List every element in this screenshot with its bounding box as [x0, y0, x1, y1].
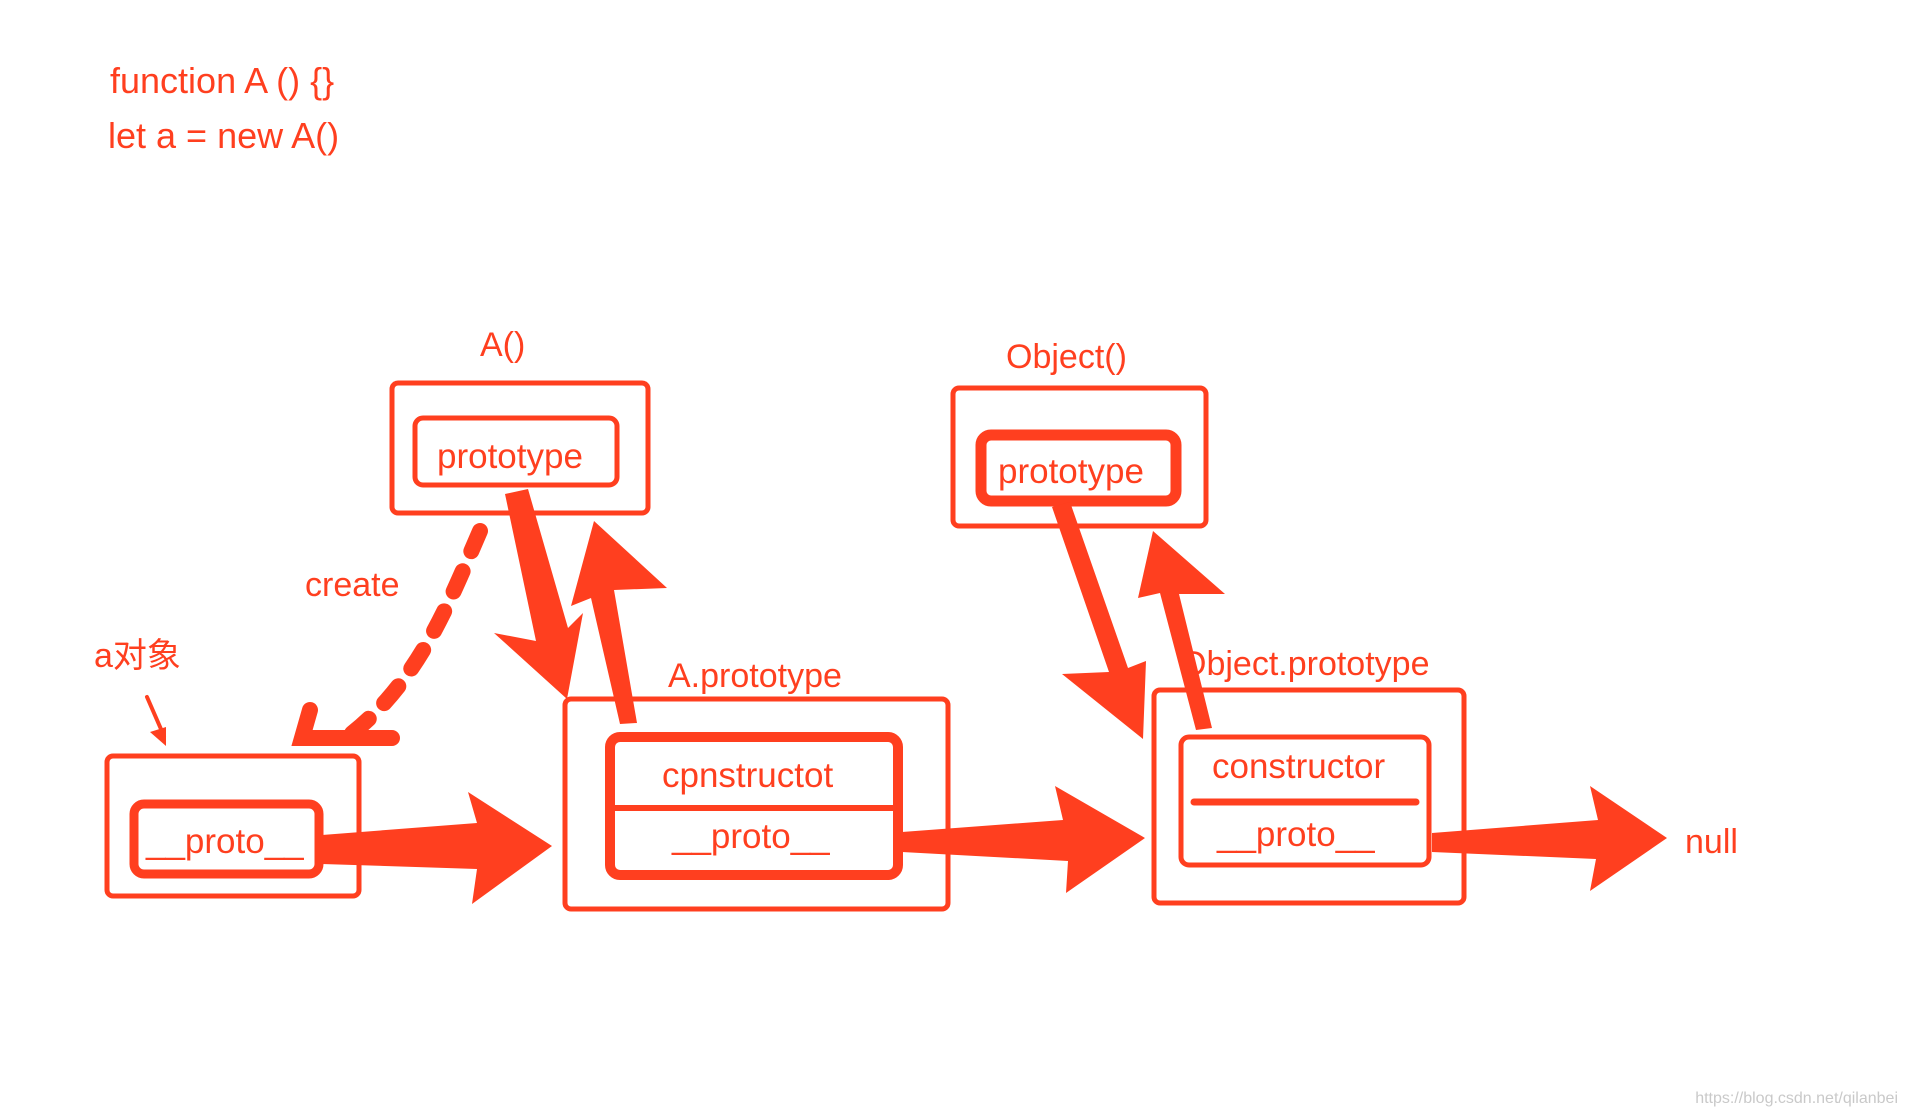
a-object-title: a对象	[94, 637, 181, 675]
create-label: create	[305, 566, 400, 604]
arrow-a-prototype-constructor-to-a-fn	[571, 521, 667, 724]
object-function-node: Object() prototype	[950, 338, 1209, 529]
a-prototype-node: A.prototype cpnstructot __proto__	[562, 657, 951, 912]
code-line-2: let a = new A()	[108, 115, 339, 156]
watermark: https://blog.csdn.net/qilanbei	[1695, 1090, 1898, 1107]
a-object-pointer-head	[150, 727, 166, 746]
create-dashed-arrow-head	[291, 702, 400, 746]
arrow-object-prototype-constructor-to-object-fn	[1138, 531, 1225, 730]
arrow-a-proto-to-a-prototype	[322, 792, 552, 904]
object-prototype-inner-box	[1178, 734, 1432, 868]
a-prototype-box	[562, 696, 951, 912]
arrow-a-prototype-proto-to-object-prototype	[902, 786, 1145, 893]
a-object-proto-label: __proto__	[145, 822, 304, 861]
a-prototype-inner-box	[605, 732, 903, 880]
a-function-title: A()	[480, 326, 525, 364]
object-prototype-constructor-label: constructor	[1212, 747, 1385, 786]
object-prototype-node: Object.prototype constructor __proto__	[1151, 645, 1467, 906]
a-prototype-title: A.prototype	[668, 657, 842, 695]
a-object-box	[104, 753, 362, 899]
a-object-node: a对象 __proto__	[94, 637, 362, 899]
arrow-a-fn-prototype-to-a-prototype	[494, 489, 583, 699]
object-function-box	[950, 385, 1209, 529]
a-function-prototype-box	[412, 415, 620, 488]
arrow-object-prototype-proto-to-null	[1432, 786, 1667, 891]
code-line-1: function A () {}	[110, 60, 334, 101]
object-prototype-box	[1151, 687, 1467, 906]
a-function-node: A() prototype	[389, 326, 651, 516]
object-function-title: Object()	[1006, 338, 1127, 376]
object-prototype-title: Object.prototype	[1180, 645, 1429, 683]
a-function-prototype-label: prototype	[437, 437, 583, 476]
a-object-proto-box	[129, 799, 324, 879]
object-function-prototype-label: prototype	[998, 452, 1144, 491]
a-prototype-proto-label: __proto__	[671, 817, 830, 856]
a-prototype-constructor-label: cpnstructot	[662, 756, 833, 795]
object-function-prototype-box	[975, 429, 1182, 507]
object-prototype-proto-label: __proto__	[1216, 815, 1375, 854]
create-dashed-arrow-line	[342, 523, 488, 743]
arrow-object-fn-prototype-to-object-prototype	[1052, 502, 1146, 739]
null-label: null	[1685, 823, 1738, 861]
